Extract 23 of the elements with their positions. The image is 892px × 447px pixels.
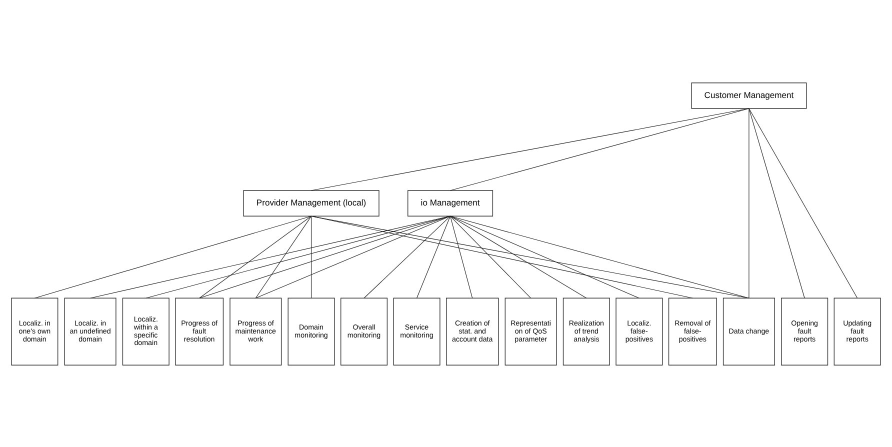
connector	[364, 215, 451, 298]
connector	[90, 215, 451, 298]
connector	[34, 215, 312, 298]
connector	[450, 215, 473, 298]
node-box: Provider Management (local)	[243, 190, 380, 216]
connector	[416, 215, 451, 298]
connector	[255, 215, 451, 298]
connector	[255, 215, 312, 298]
connector	[748, 108, 805, 298]
connector	[748, 108, 750, 298]
node-box: io Management	[408, 190, 494, 216]
connector	[199, 215, 312, 298]
connector	[450, 215, 532, 298]
node-box: Customer Management	[691, 82, 807, 108]
connector	[199, 215, 451, 298]
connector	[310, 108, 750, 190]
connector	[310, 215, 312, 298]
connector	[748, 108, 858, 298]
connector	[450, 215, 640, 298]
connector	[450, 215, 587, 298]
connector	[450, 108, 750, 190]
connector	[146, 215, 451, 298]
connector	[450, 215, 750, 298]
